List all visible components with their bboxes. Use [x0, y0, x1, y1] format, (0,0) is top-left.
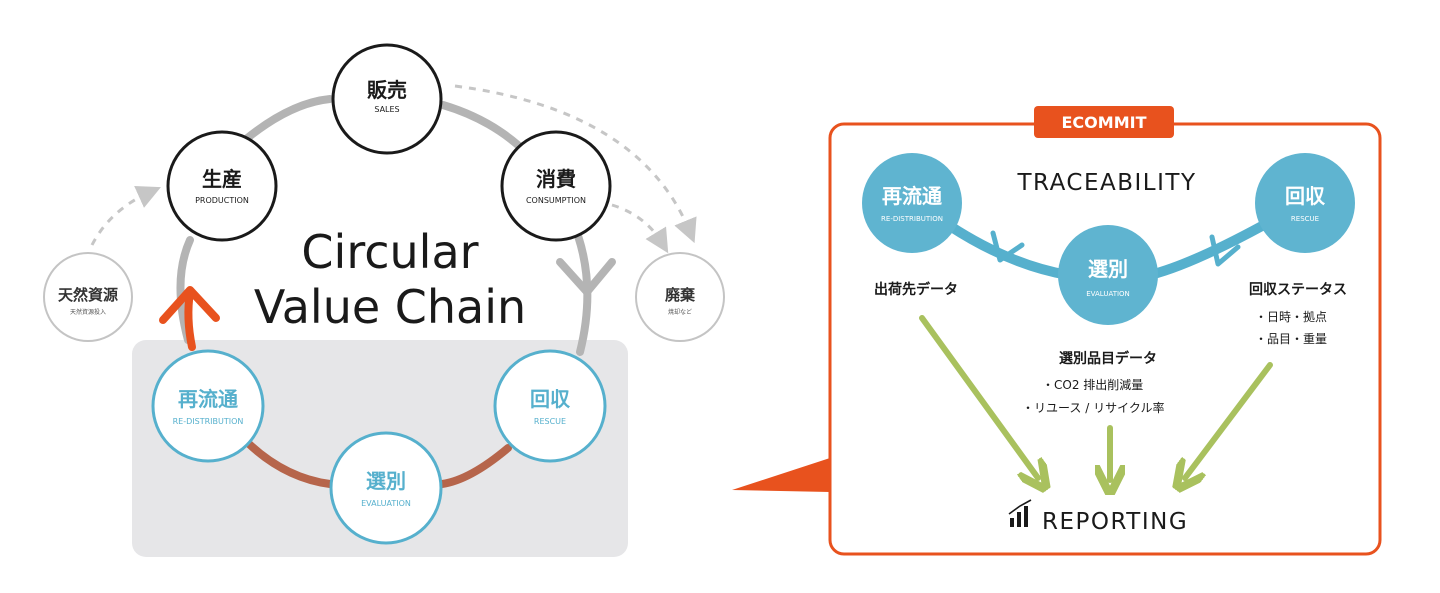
evaluation-data-item-1: ・リユース / リサイクル率: [1022, 400, 1164, 415]
trace-node-evaluation-jp: 選別: [1088, 257, 1128, 281]
ring-arc-orange-up: [184, 288, 196, 351]
traceability-label: TRACEABILITY: [1016, 170, 1196, 196]
chart-title-line2: Value Chain: [254, 280, 526, 334]
trace-flow-evaluation-redistribution: [945, 221, 1073, 280]
green-arrow-right: [1185, 362, 1273, 478]
evaluation-data-item-0: ・CO2 排出削減量: [1042, 377, 1143, 392]
rescue-status-title: 回収ステータス: [1249, 281, 1347, 298]
trace-node-evaluation: 選別 EVALUATION: [1058, 225, 1158, 325]
node-consumption-jp: 消費: [536, 167, 576, 191]
node-redistribution-en: RE-DISTRIBUTION: [173, 417, 244, 426]
evaluation-data-title: 選別品目データ: [1059, 350, 1157, 367]
node-production: 生産 PRODUCTION: [166, 130, 278, 242]
node-sales-en: SALES: [374, 105, 399, 114]
callout-pointer: [732, 458, 830, 492]
ring-arc-redistribution-production: [176, 236, 194, 344]
ring-chevron-down-icon: [556, 258, 616, 296]
node-redistribution: 再流通 RE-DISTRIBUTION: [151, 349, 265, 463]
node-disposal-jp: 廃棄: [665, 286, 696, 304]
node-sales-jp: 販売: [367, 78, 407, 102]
trace-node-redistribution-en: RE-DISTRIBUTION: [881, 215, 943, 223]
ring-arc-rescue-evaluation: [438, 444, 512, 488]
dashed-arrow-resources-production: [90, 185, 161, 246]
node-production-en: PRODUCTION: [195, 196, 249, 205]
ecommit-badge-label: ECOMMIT: [1062, 113, 1147, 132]
rescue-status-item-0: ・日時・拠点: [1255, 310, 1327, 324]
node-consumption: 消費 CONSUMPTION: [500, 130, 612, 242]
node-redistribution-jp: 再流通: [178, 387, 238, 411]
trace-node-rescue: 回収 RESCUE: [1255, 153, 1355, 253]
ring-arc-production-sales: [241, 95, 334, 144]
trace-flow-rescue-evaluation: [1145, 221, 1267, 280]
node-rescue-en: RESCUE: [534, 417, 566, 426]
green-arrow-left: [919, 315, 1038, 478]
reporting-label: REPORTING: [1042, 509, 1188, 535]
dashed-arrow-consumption-disposal: [611, 203, 669, 254]
trace-node-redistribution: 再流通 RE-DISTRIBUTION: [862, 153, 962, 253]
trace-node-rescue-en: RESCUE: [1291, 215, 1319, 223]
trace-node-rescue-jp: 回収: [1285, 184, 1326, 208]
node-natural-resources: 天然資源 天然資源投入: [43, 252, 133, 342]
node-rescue: 回収 RESCUE: [493, 349, 607, 463]
trace-node-redistribution-jp: 再流通: [882, 184, 942, 208]
shipment-data-label: 出荷先データ: [874, 281, 958, 298]
node-disposal-en: 焼却など: [668, 308, 692, 316]
trace-node-evaluation-en: EVALUATION: [1086, 290, 1130, 298]
ecommit-badge: ECOMMIT: [1034, 106, 1174, 138]
bar-chart-icon: [1008, 499, 1032, 527]
node-evaluation: 選別 EVALUATION: [329, 431, 443, 545]
orange-chevron-up-icon: [159, 286, 220, 324]
node-rescue-jp: 回収: [530, 387, 571, 411]
node-consumption-en: CONSUMPTION: [526, 196, 586, 205]
node-evaluation-jp: 選別: [366, 469, 406, 493]
rescue-status-item-1: ・品目・重量: [1255, 332, 1327, 346]
dashed-arrow-sales-disposal: [454, 84, 697, 244]
ring-arc-evaluation-redistribution: [244, 439, 334, 488]
node-sales: 販売 SALES: [331, 43, 443, 155]
node-disposal: 廃棄 焼却など: [635, 252, 725, 342]
trace-arrow-icon-right: [1209, 234, 1241, 267]
chart-title-line1: Circular: [301, 225, 478, 279]
node-evaluation-en: EVALUATION: [361, 499, 411, 508]
node-natural-resources-en: 天然資源投入: [70, 308, 106, 316]
trace-arrow-icon-left: [990, 230, 1025, 263]
node-natural-resources-jp: 天然資源: [58, 286, 118, 304]
node-production-jp: 生産: [202, 167, 242, 191]
